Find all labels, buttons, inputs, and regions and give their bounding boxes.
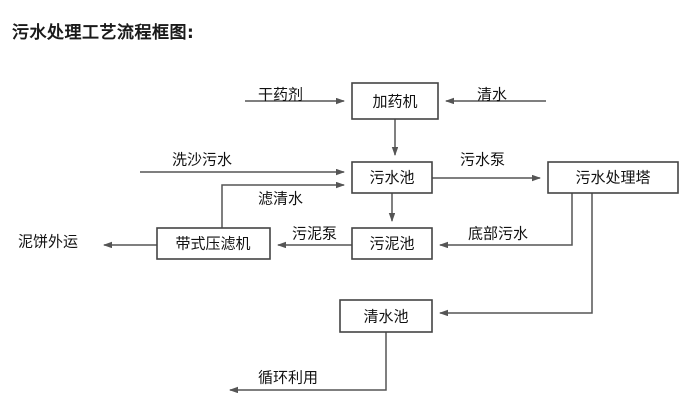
node-belt-press[interactable]: 带式压滤机 — [156, 227, 271, 260]
edge-tower-to-clear-pool — [439, 193, 593, 317]
page-title: 污水处理工艺流程框图: — [12, 23, 195, 43]
terminal-label-wash-sand-sewage: 洗沙污水 — [172, 151, 232, 169]
node-label-treatment-tower: 污水处理塔 — [575, 169, 650, 187]
node-label-dosing-machine: 加药机 — [372, 93, 417, 111]
node-sludge-pool[interactable]: 污泥池 — [351, 227, 433, 260]
node-label-sewage-pool: 污水池 — [369, 169, 414, 187]
edge-bottom-sewage-to-sludge-pool — [439, 193, 573, 249]
node-clear-pool[interactable]: 清水池 — [339, 299, 433, 333]
node-label-clear-pool: 清水池 — [363, 308, 408, 326]
terminal-label-sewage-pump: 污水泵 — [460, 151, 505, 169]
terminal-label-recycle: 循环利用 — [258, 369, 318, 387]
edge-clear-pool-to-recycle — [229, 332, 387, 394]
node-label-sludge-pool: 污泥池 — [369, 235, 414, 253]
node-dosing-machine[interactable]: 加药机 — [351, 82, 439, 120]
terminal-label-bottom-sewage: 底部污水 — [468, 225, 528, 243]
node-label-belt-press: 带式压滤机 — [175, 235, 250, 253]
terminal-label-dry-reagent: 干药剂 — [258, 86, 303, 104]
node-treatment-tower[interactable]: 污水处理塔 — [547, 161, 679, 194]
terminal-label-mud-cake-transport: 泥饼外运 — [18, 233, 78, 251]
node-sewage-pool[interactable]: 污水池 — [351, 161, 433, 194]
terminal-label-filtrate: 滤清水 — [258, 190, 303, 208]
edge-filtrate-to-sewage-pool — [221, 181, 345, 228]
terminal-label-clean-water: 清水 — [477, 86, 507, 104]
terminal-label-sludge-pump: 污泥泵 — [292, 225, 337, 243]
